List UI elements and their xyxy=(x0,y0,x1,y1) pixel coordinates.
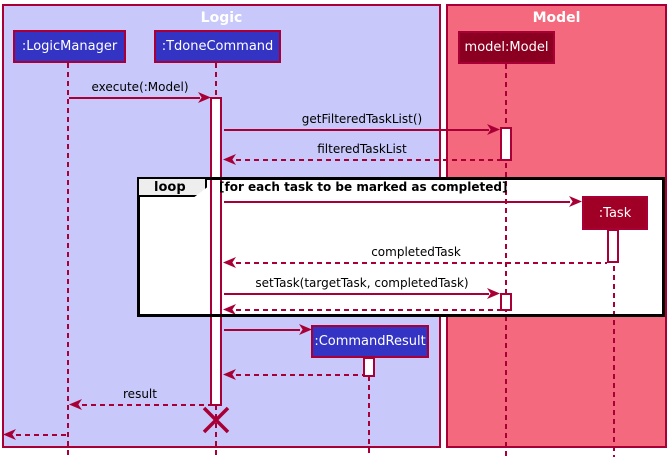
participant-task: :Task xyxy=(582,196,648,230)
arrowhead-right-icon xyxy=(569,196,582,207)
message-execute-line xyxy=(69,97,200,99)
arrowhead-right-icon xyxy=(487,288,500,299)
message-final-return-line xyxy=(16,434,68,436)
participant-task-label: :Task xyxy=(598,205,632,221)
activation-commandresult xyxy=(363,357,375,377)
loop-operator-tab: loop xyxy=(137,177,207,197)
lifeline-model xyxy=(505,64,507,457)
participant-tdonecommand-label: :TdoneCommand xyxy=(161,39,274,54)
arrowhead-left-icon xyxy=(69,399,82,410)
arrowhead-left-icon xyxy=(223,304,236,315)
message-create-commandresult-line xyxy=(224,329,300,331)
message-getfilteredtasklist-line xyxy=(224,129,489,131)
logic-frame-title: Logic xyxy=(200,10,243,26)
message-getfilteredtasklist-label: getFilteredTaskList() xyxy=(301,112,423,126)
participant-logicmanager-label: :LogicManager xyxy=(21,39,118,54)
message-filteredtasklist-line xyxy=(236,159,500,161)
activation-model-settask xyxy=(500,293,512,311)
message-settask-label: setTask(targetTask, completedTask) xyxy=(255,276,469,290)
arrowhead-left-icon xyxy=(223,154,236,165)
arrowhead-right-icon xyxy=(198,92,211,103)
participant-commandresult: :CommandResult xyxy=(311,325,429,358)
message-completedtask-line xyxy=(236,262,607,264)
activation-tdonecommand xyxy=(210,97,222,406)
message-result-line xyxy=(82,404,210,406)
arrowhead-left-icon xyxy=(223,257,236,268)
arrowhead-right-icon xyxy=(299,324,312,335)
activation-model-getfiltered xyxy=(500,127,512,161)
lifeline-task xyxy=(613,230,615,457)
lifeline-commandresult xyxy=(368,358,370,457)
arrowhead-right-icon xyxy=(487,124,500,135)
participant-tdonecommand: :TdoneCommand xyxy=(154,30,281,63)
message-result-label: result xyxy=(123,387,157,401)
arrowhead-left-icon xyxy=(3,429,16,440)
message-filteredtasklist-label: filteredTaskList xyxy=(317,142,407,156)
message-execute-label: execute(:Model) xyxy=(91,80,189,94)
participant-commandresult-label: :CommandResult xyxy=(314,334,426,349)
arrowhead-left-icon xyxy=(223,369,236,380)
message-commandresult-return-line xyxy=(236,374,363,376)
loop-condition: [for each task to be marked as completed… xyxy=(219,180,508,194)
participant-model: model:Model xyxy=(458,31,555,64)
lifeline-logicmanager xyxy=(67,63,69,457)
destroy-x-icon xyxy=(201,406,231,438)
message-create-task-line xyxy=(224,201,570,203)
participant-logicmanager: :LogicManager xyxy=(13,30,126,63)
message-settask-return-line xyxy=(236,309,500,311)
message-settask-line xyxy=(224,293,489,295)
message-completedtask-label: completedTask xyxy=(371,245,461,259)
activation-task xyxy=(607,229,619,263)
participant-model-label: model:Model xyxy=(464,40,549,55)
model-frame-title: Model xyxy=(532,10,581,26)
